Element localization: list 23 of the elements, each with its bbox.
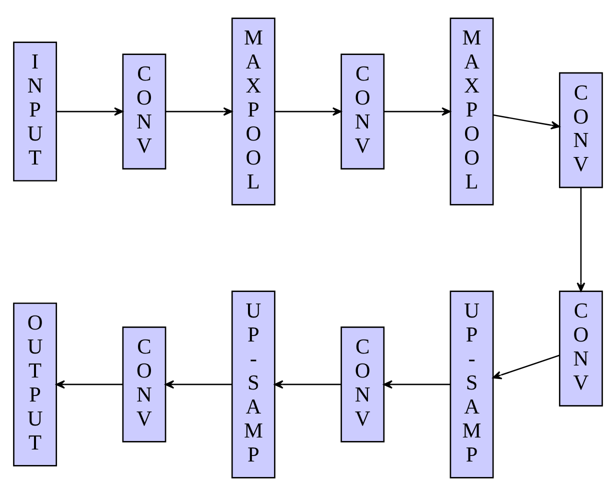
arrow [384,106,451,116]
arrow [576,187,586,292]
arrow [164,380,232,388]
arrow [274,106,342,116]
node-box: C O N V [122,326,166,442]
node-box: M A X P O O L [450,17,494,205]
node-box: U P - S A M P [231,290,276,478]
arrow [493,114,560,129]
node-box: U P - S A M P [450,290,494,478]
node-box: C O N V [122,53,166,169]
arrow [166,106,232,116]
node-box: C O N V [558,290,603,406]
arrow [274,380,341,388]
arrow [492,354,560,379]
node-box: C O N V [340,53,385,169]
node-box: O U T P U T [13,302,58,466]
node-box: C O N V [340,326,385,442]
node-box: I N P U T [13,41,58,181]
node-box: C O N V [558,72,603,188]
arrow [56,106,124,116]
arrow [383,380,450,388]
node-box: M A X P O O L [231,17,276,205]
arrow [56,380,123,388]
